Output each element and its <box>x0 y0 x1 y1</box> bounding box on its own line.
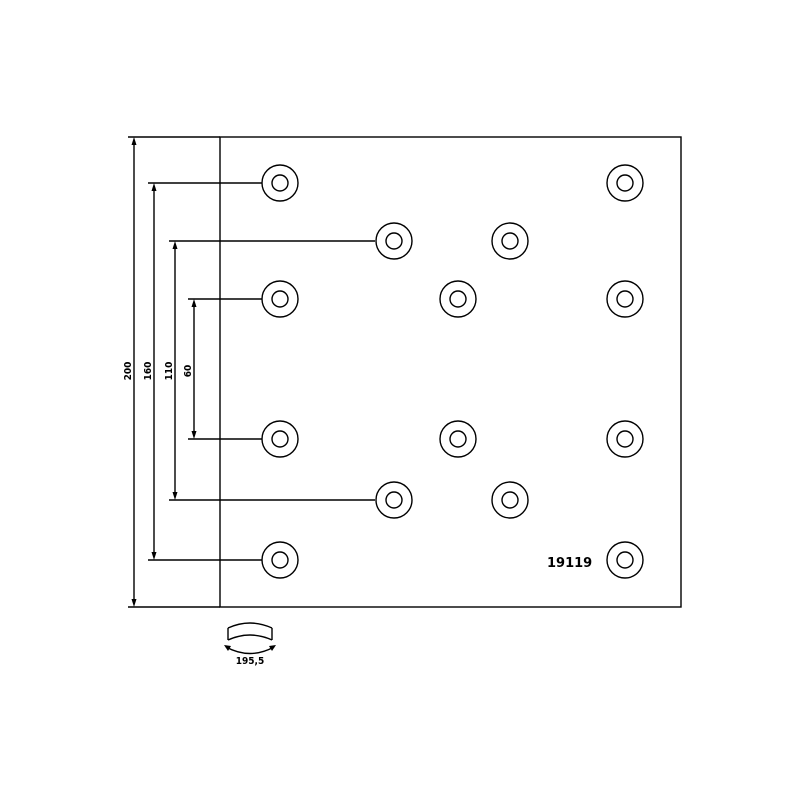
lining-outline <box>219 136 682 608</box>
rivet-hole <box>606 541 644 579</box>
rivet-hole-outer <box>261 280 299 318</box>
dimension-inner-holes: 60 <box>183 298 262 440</box>
rivet-hole-outer <box>606 164 644 202</box>
dimension-label-160: 160 <box>143 362 154 381</box>
part-number: 19119 <box>547 556 592 571</box>
rivet-hole-inner <box>449 430 467 448</box>
dimension-outer-holes: 160 <box>143 182 262 561</box>
rivet-hole-inner <box>616 174 634 192</box>
rivet-hole <box>261 280 299 318</box>
rivet-hole <box>261 420 299 458</box>
rivet-hole-inner <box>271 430 289 448</box>
rivet-hole-outer <box>261 420 299 458</box>
rivet-hole <box>491 481 529 519</box>
rivet-hole <box>375 222 413 260</box>
dimension-label-radius: 195,5 <box>236 656 264 667</box>
rivet-hole-outer <box>261 541 299 579</box>
rivet-hole-inner <box>616 290 634 308</box>
rivet-hole-inner <box>616 551 634 569</box>
dimension-label-60: 60 <box>183 365 194 378</box>
rivet-hole-outer <box>491 222 529 260</box>
dimension-overall-height: 200 <box>123 136 220 608</box>
rivet-hole-outer <box>491 481 529 519</box>
rivet-hole <box>491 222 529 260</box>
rivet-hole <box>606 280 644 318</box>
rivet-hole-inner <box>449 290 467 308</box>
rivet-hole-outer <box>375 222 413 260</box>
rivet-hole-outer <box>375 481 413 519</box>
rivet-hole-outer <box>439 280 477 318</box>
rivet-hole-inner <box>385 491 403 509</box>
rivet-hole-outer <box>606 420 644 458</box>
rivet-hole <box>606 420 644 458</box>
rivet-hole-inner <box>385 232 403 250</box>
rivet-hole-outer <box>606 541 644 579</box>
arc-radius-symbol: 195,5 <box>224 622 276 667</box>
dimension-label-110: 110 <box>164 362 175 381</box>
dimension-middle-holes: 110 <box>164 240 375 501</box>
rivet-hole-outer <box>261 164 299 202</box>
dimension-label-200: 200 <box>123 362 134 381</box>
rivet-hole-inner <box>271 551 289 569</box>
rivet-hole-inner <box>501 491 519 509</box>
rivet-hole <box>606 164 644 202</box>
rivet-hole-outer <box>606 280 644 318</box>
rivet-hole-outer <box>439 420 477 458</box>
rivet-holes <box>261 164 644 579</box>
rivet-hole-inner <box>271 290 289 308</box>
rivet-hole-inner <box>501 232 519 250</box>
rivet-hole <box>261 541 299 579</box>
rivet-hole-inner <box>616 430 634 448</box>
rivet-hole-inner <box>271 174 289 192</box>
rivet-hole <box>439 420 477 458</box>
rivet-hole <box>375 481 413 519</box>
rivet-hole <box>439 280 477 318</box>
rivet-hole <box>261 164 299 202</box>
